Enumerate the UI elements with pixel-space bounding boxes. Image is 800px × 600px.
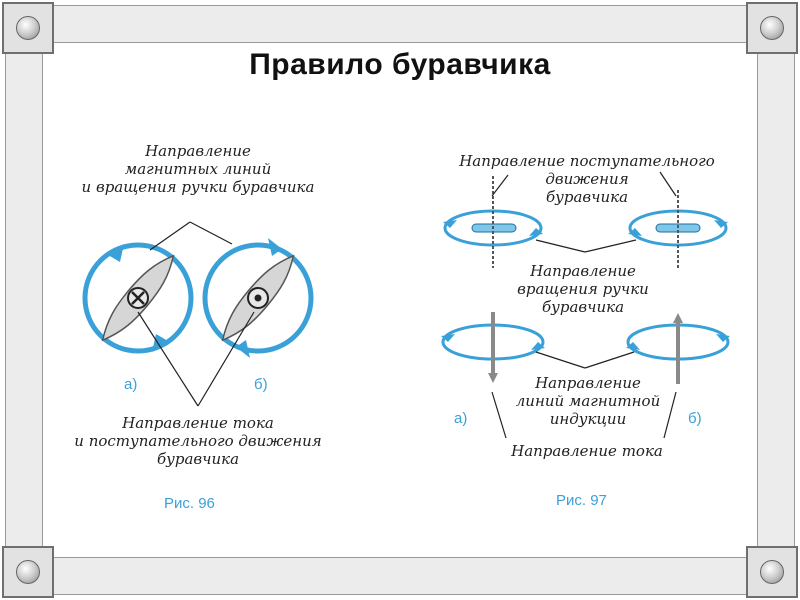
fig96-sub-b: б)	[254, 376, 268, 393]
fig97-leader-lines	[491, 171, 677, 439]
fig97-sub-a: а)	[454, 410, 468, 427]
fig97-a-bottom-loop	[441, 312, 545, 383]
fig96-b-loop	[202, 238, 314, 358]
page-title: Правило буравчика	[249, 48, 551, 81]
cross-icon	[127, 287, 149, 309]
fig96-label-current-direction: Направление тока и поступательного движе…	[74, 414, 322, 468]
bolt-icon	[16, 16, 40, 40]
fig96-leader-lines	[137, 221, 255, 407]
bolt-icon	[760, 16, 784, 40]
fig97-label-induction: Направление линий магнитной индукции	[515, 374, 661, 428]
fig97-label-rotation: Направление вращения ручки буравчика	[517, 262, 649, 316]
corner-top-right	[746, 2, 798, 54]
fig96-sub-a: а)	[124, 376, 138, 393]
fig97-b-top-loop	[628, 190, 728, 268]
fig96-a-loop	[82, 242, 194, 354]
corner-bottom-left	[2, 546, 54, 598]
dot-icon	[247, 287, 269, 309]
fig97-caption: Рис. 97	[556, 492, 607, 509]
frame-right	[757, 30, 795, 570]
bolt-icon	[760, 560, 784, 584]
fig97-label-current: Направление тока	[511, 442, 663, 460]
fig97-b-bottom-loop	[626, 313, 730, 384]
frame-bottom	[30, 557, 770, 595]
fig97-sub-b: б)	[688, 410, 702, 427]
fig96-caption: Рис. 96	[164, 495, 215, 512]
corner-bottom-right	[746, 546, 798, 598]
frame-top	[30, 5, 770, 43]
corner-top-left	[2, 2, 54, 54]
bolt-icon	[16, 560, 40, 584]
fig96-label-field-direction: Направление магнитных линий и вращения р…	[81, 142, 315, 196]
fig97-a-top-loop	[443, 176, 543, 268]
fig97-label-motion: Направление поступательного движения бур…	[459, 152, 715, 206]
